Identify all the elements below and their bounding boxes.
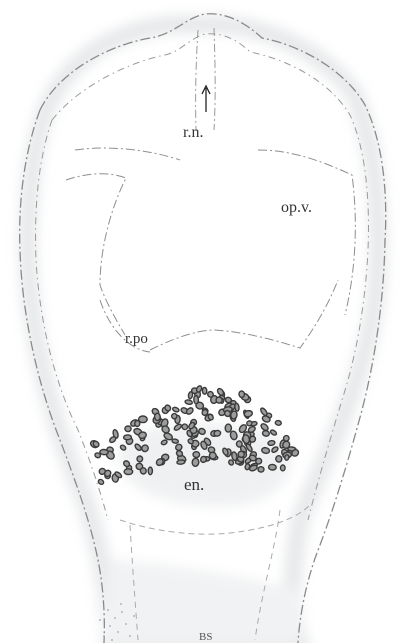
endoderm-cell [193, 451, 200, 457]
endoderm-cell [239, 391, 245, 398]
endoderm-cell [140, 467, 147, 474]
endoderm-cell [148, 467, 152, 475]
endoderm-cell [225, 424, 231, 432]
endoderm-cell [172, 439, 179, 444]
endoderm-cell [177, 460, 185, 465]
endoderm-cell [275, 455, 282, 462]
endoderm-cell [244, 463, 250, 470]
artist-signature: BS [199, 631, 212, 643]
endoderm-cell [261, 447, 270, 454]
endoderm-cell [125, 426, 131, 432]
endoderm-cell [137, 456, 143, 462]
endoderm-cell [124, 435, 132, 440]
endoderm-cell [284, 454, 289, 460]
label-rpo: r.po [125, 331, 148, 347]
endoderm-cell [268, 464, 276, 470]
endoderm-cell [135, 420, 140, 426]
label-opv: op.v. [281, 199, 312, 216]
endoderm-cell [275, 420, 282, 425]
label-en: en. [184, 475, 204, 494]
endoderm-cell [268, 440, 276, 446]
endoderm-cell [194, 395, 199, 404]
label-rn: r.n. [183, 124, 203, 141]
endoderm-cell [280, 465, 285, 471]
endoderm-cell [236, 440, 243, 447]
endoderm-cell [188, 391, 193, 399]
endoderm-cell [202, 387, 207, 394]
endoderm-cell [154, 413, 160, 421]
endoderm-cell [185, 399, 193, 405]
endoderm-cell [192, 458, 200, 467]
endoderm-cell [124, 469, 133, 475]
endoderm-cell [258, 467, 264, 473]
endoderm-cell [100, 449, 109, 455]
